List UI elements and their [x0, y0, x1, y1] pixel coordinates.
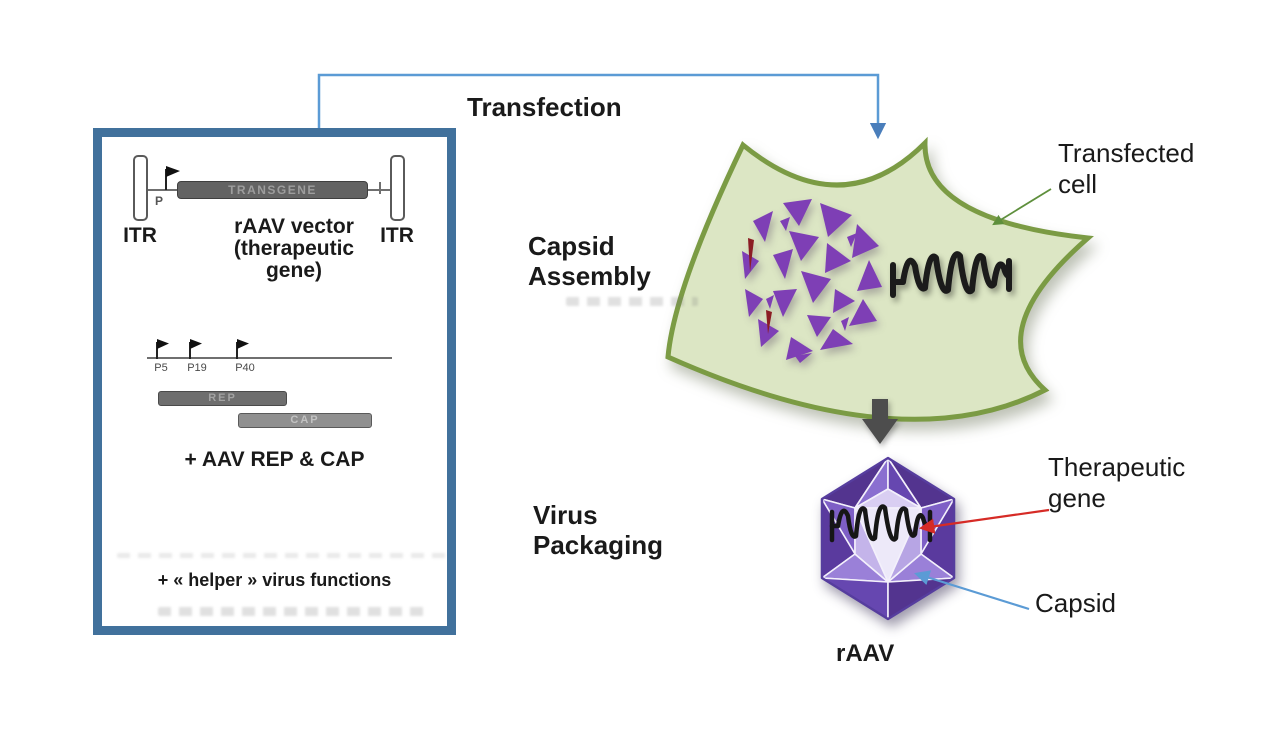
itr-right-element — [390, 155, 405, 221]
promoter-p40-label: P40 — [235, 362, 255, 374]
plasmid-constructs-panel: P TRANSGENE ITR ITR rAAV vector (therape… — [93, 128, 456, 635]
rep-cap-note: + AAV REP & CAP — [184, 448, 365, 471]
promoter-p40-flag-icon — [236, 339, 249, 359]
therapeutic-gene-label: Therapeutic gene — [1048, 452, 1186, 513]
ghost-text-artifact — [566, 297, 698, 306]
gene-squiggle-cell — [890, 251, 1012, 298]
itr-right-label: ITR — [380, 224, 414, 247]
transfected-cell-leader — [992, 188, 1052, 226]
down-arrow — [862, 399, 898, 444]
promoter-p19-flag-icon — [189, 339, 202, 359]
itr-left-element — [133, 155, 148, 221]
repcap-backbone-line — [147, 357, 392, 359]
transfection-connector-arrow — [317, 73, 887, 140]
promoter-label: P — [155, 194, 164, 208]
vector-backbone-line — [148, 189, 177, 191]
transgene-bar: TRANSGENE — [177, 181, 368, 199]
annotation-leader-lines — [914, 188, 1052, 611]
rep-gene-bar: REP — [158, 391, 287, 406]
capsid-arrow — [914, 570, 1030, 611]
promoter-p19-label: P19 — [187, 362, 207, 374]
transfection-step-label: Transfection — [467, 92, 622, 122]
capsid-fragments-cluster — [742, 199, 882, 363]
helper-virus-note: + « helper » virus functions — [157, 570, 392, 590]
raav-virion-label: rAAV — [836, 640, 895, 667]
virus-packaging-step-label: Virus Packaging — [533, 500, 664, 560]
transfected-cell-label: Transfected cell — [1058, 138, 1195, 199]
promoter-p5-flag-icon — [156, 339, 169, 359]
capsid-label: Capsid — [1035, 588, 1116, 618]
ghost-text-artifact — [158, 607, 424, 616]
promoter-p5-label: P5 — [154, 362, 168, 374]
therapeutic-gene-arrow — [918, 508, 1050, 534]
raav-capsid-shape — [820, 456, 956, 621]
cap-gene-bar: CAP — [238, 413, 372, 428]
capsid-assembly-step-label: Capsid Assembly — [528, 231, 651, 291]
vector-caption: rAAV vector (therapeutic gene) — [233, 215, 355, 282]
ghost-text-artifact — [117, 553, 449, 558]
itr-left-label: ITR — [123, 224, 157, 247]
promoter-flag-icon — [165, 166, 180, 190]
backbone-tick — [379, 182, 381, 194]
